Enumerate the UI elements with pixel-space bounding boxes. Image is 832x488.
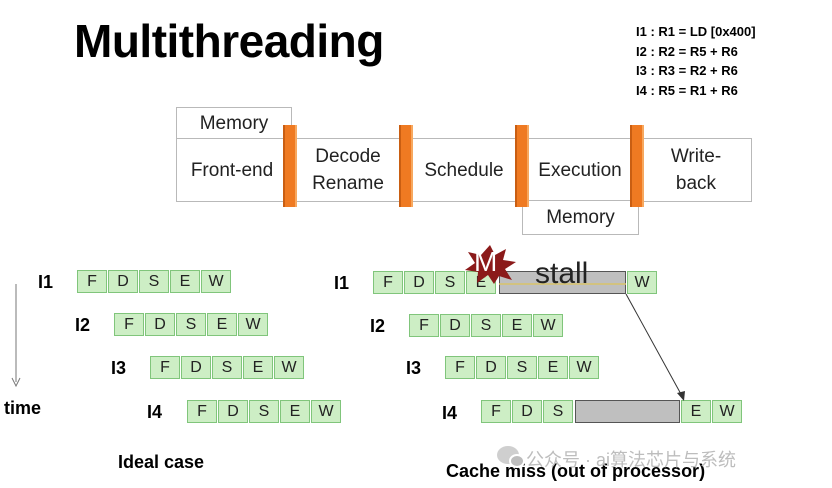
slide-title: Multithreading xyxy=(74,15,384,67)
instruction-line: I3 : R3 = R2 + R6 xyxy=(636,63,738,78)
stage-execution: Execution xyxy=(538,159,622,181)
stage-cell: W xyxy=(712,400,742,423)
stage-cell: D xyxy=(108,270,138,293)
stage-cell: W xyxy=(311,400,341,423)
stage-cell: W xyxy=(627,271,657,294)
stage-schedule: Schedule xyxy=(424,159,504,181)
stage-cell: F xyxy=(150,356,180,379)
pipeline-latch-bar xyxy=(399,125,413,207)
miss-row-i2: F D S E W xyxy=(409,314,564,337)
miss-row-i4: F D S xyxy=(481,400,574,423)
stage-cell: S xyxy=(435,271,465,294)
stage-cell: F xyxy=(445,356,475,379)
miss-row-label: I2 xyxy=(370,316,386,336)
stage-cell: S xyxy=(249,400,279,423)
instruction-line: I1 : R1 = LD [0x400] xyxy=(636,24,756,39)
stage-decode-rename: Decode Rename xyxy=(312,146,384,194)
ideal-row-label: I1 xyxy=(38,272,54,292)
miss-row-i4-after: E W xyxy=(681,400,743,423)
miss-marker: M xyxy=(474,246,498,277)
pipeline-latch-bar xyxy=(283,125,297,207)
stage-cell: W xyxy=(238,313,268,336)
stage-cell: F xyxy=(187,400,217,423)
stage-front-end: Front-end xyxy=(190,159,274,181)
ideal-row-i4: F D S E W xyxy=(187,400,342,423)
miss-star-icon xyxy=(465,245,516,284)
stage-cell: S xyxy=(212,356,242,379)
miss-row-i1-after: W xyxy=(627,271,658,294)
miss-row-i1: F D S E xyxy=(373,271,497,294)
miss-row-label: I1 xyxy=(334,273,350,293)
stage-cell: E xyxy=(502,314,532,337)
stage-cell: E xyxy=(466,271,496,294)
stage-cell: E xyxy=(538,356,568,379)
stall-bar xyxy=(575,400,680,423)
ideal-row-i1: F D S E W xyxy=(77,270,232,293)
miss-row-label: I4 xyxy=(442,403,458,423)
stage-cell: S xyxy=(139,270,169,293)
stage-cell: W xyxy=(274,356,304,379)
stage-cell: S xyxy=(471,314,501,337)
stage-cell: F xyxy=(77,270,107,293)
dependency-arrow xyxy=(625,293,685,401)
stage-cell: D xyxy=(512,400,542,423)
ideal-row-label: I3 xyxy=(111,358,127,378)
instruction-list: I1 : R1 = LD [0x400] I2 : R2 = R5 + R6 I… xyxy=(636,22,756,100)
pipeline-latch-bar xyxy=(630,125,644,207)
stage-cell: S xyxy=(507,356,537,379)
miss-row-i3: F D S E W xyxy=(445,356,600,379)
memory-box-bottom: Memory xyxy=(522,200,639,235)
stage-cell: F xyxy=(373,271,403,294)
stage-cell: E xyxy=(170,270,200,293)
stage-cell: F xyxy=(114,313,144,336)
miss-row-label: I3 xyxy=(406,358,422,378)
time-label: time xyxy=(4,398,42,418)
ideal-row-label: I4 xyxy=(147,402,163,422)
ideal-row-label: I2 xyxy=(75,315,91,335)
pipeline-frame xyxy=(176,138,752,202)
ideal-caption: Ideal case xyxy=(118,452,205,472)
stage-cell: D xyxy=(218,400,248,423)
ideal-row-i3: F D S E W xyxy=(150,356,305,379)
stage-cell: E xyxy=(243,356,273,379)
ideal-row-i2: F D S E W xyxy=(114,313,269,336)
watermark: 公众号 · ai算法芯片与系统 xyxy=(526,450,737,470)
time-arrow xyxy=(11,284,21,388)
stage-cell: F xyxy=(481,400,511,423)
stage-cell: E xyxy=(681,400,711,423)
stage-cell: D xyxy=(145,313,175,336)
pipeline-latch-bar xyxy=(515,125,529,207)
stage-cell: F xyxy=(409,314,439,337)
stall-bar xyxy=(499,271,626,294)
stage-cell: D xyxy=(440,314,470,337)
stage-cell: D xyxy=(404,271,434,294)
instruction-line: I4 : R5 = R1 + R6 xyxy=(636,82,738,98)
wechat-icon xyxy=(497,446,525,468)
memory-box-top: Memory xyxy=(176,107,292,140)
stage-cell: S xyxy=(176,313,206,336)
stage-cell: W xyxy=(533,314,563,337)
stall-label: stall xyxy=(535,257,589,290)
stage-write-back: Write- back xyxy=(670,146,722,194)
stage-cell: W xyxy=(201,270,231,293)
stall-line xyxy=(499,283,626,285)
instruction-line: I2 : R2 = R5 + R6 xyxy=(636,43,738,59)
stage-cell: D xyxy=(476,356,506,379)
stage-cell: E xyxy=(207,313,237,336)
stage-cell: D xyxy=(181,356,211,379)
stage-cell: W xyxy=(569,356,599,379)
stage-cell: S xyxy=(543,400,573,423)
stage-cell: E xyxy=(280,400,310,423)
